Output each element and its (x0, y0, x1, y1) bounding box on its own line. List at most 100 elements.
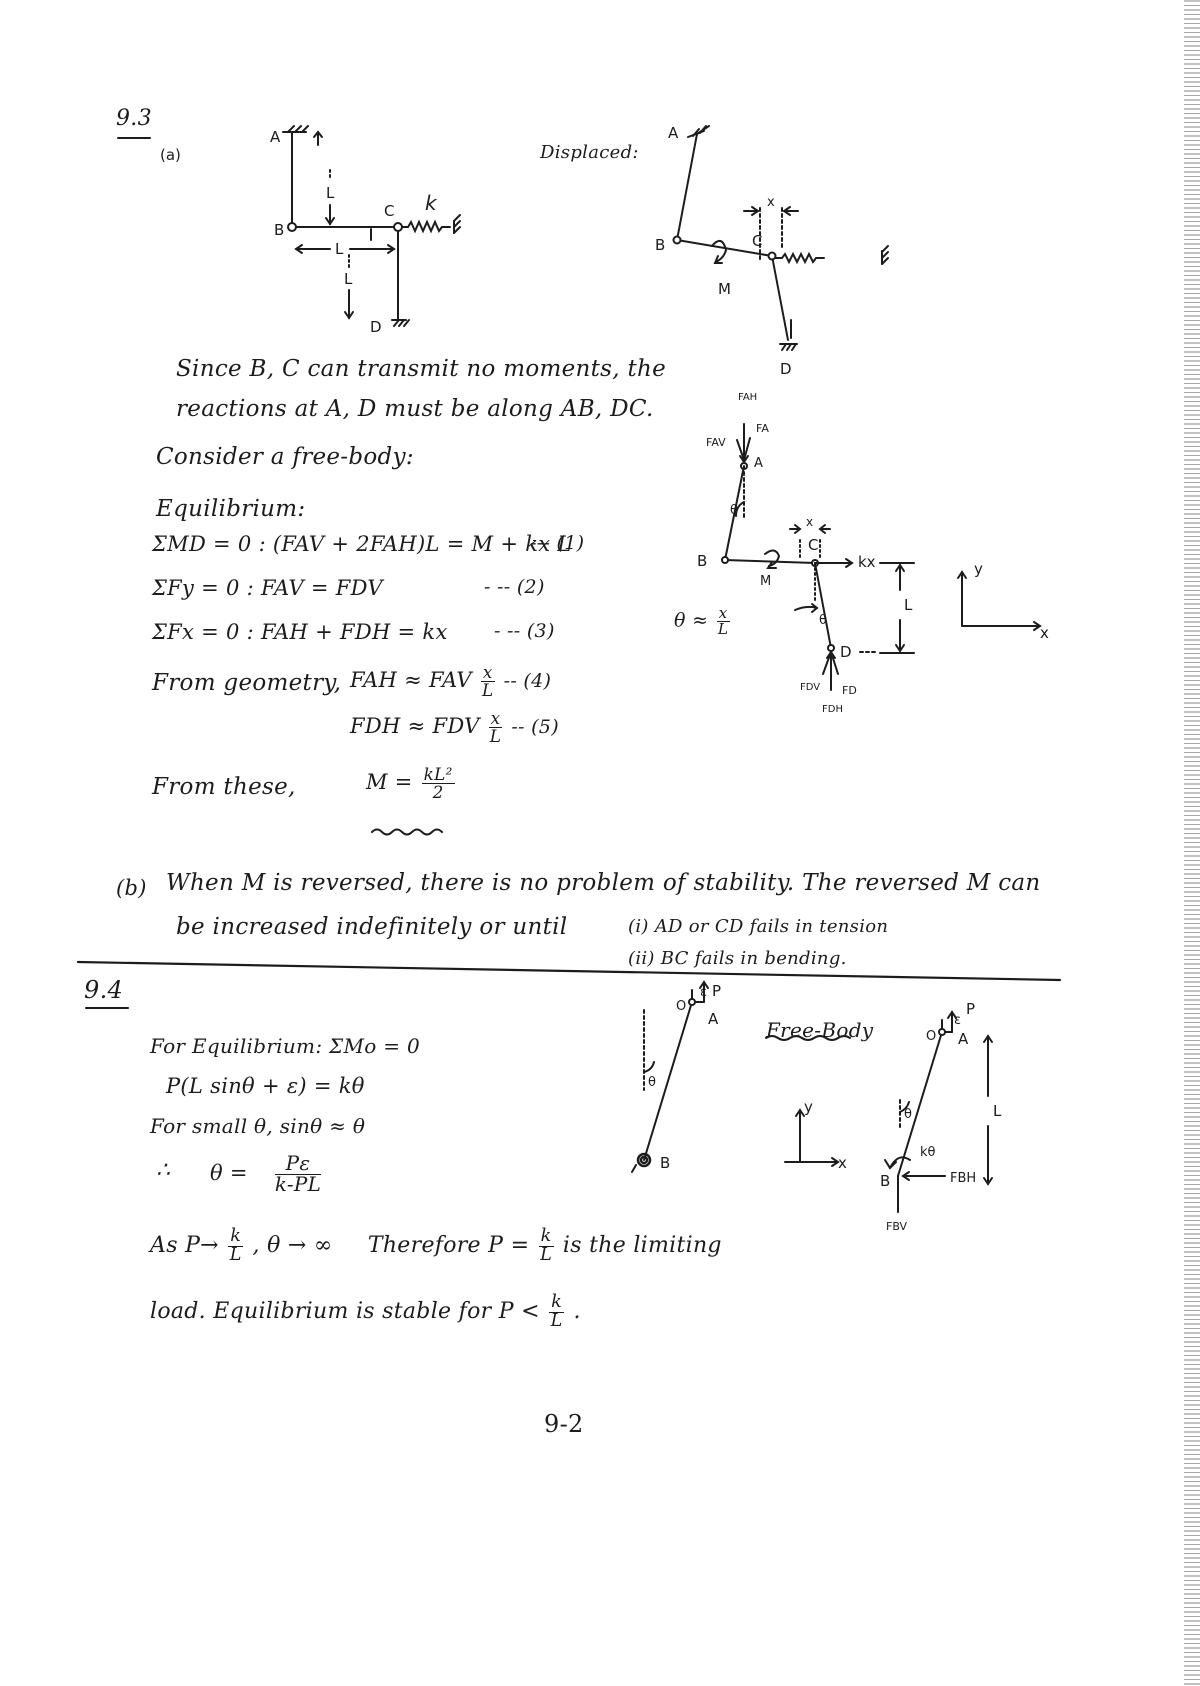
theta-approx-lhs: θ ≈ (674, 609, 709, 632)
part-b-line2: be increased indefinitely or until (176, 914, 568, 940)
p94-k-den-2: L (540, 1244, 553, 1265)
equation-4-den: L (482, 679, 494, 700)
equation-5-den: L (489, 725, 502, 746)
problem-9-4-number: 9.4 (84, 976, 124, 1004)
p93-text-line3: Consider a free-body: (156, 444, 414, 470)
equation-4-num: x (480, 662, 495, 682)
fig4l-label-e: ε (700, 985, 707, 1000)
fig3-label-d: D (840, 643, 852, 661)
p93-text-line2: reactions at A, D must be along AB, DC. (176, 396, 654, 422)
p94-equilibrium-title: For Equilibrium: ΣMo = 0 (150, 1034, 420, 1058)
free-body-title: Free-Body (766, 1018, 874, 1042)
part-b-line4: (ii) BC fails in bending. (628, 948, 847, 969)
result-underline (371, 828, 443, 836)
fig4-label-y: y (804, 1098, 813, 1116)
fig4l-label-theta: θ (648, 1075, 656, 1090)
fig4l-label-b: B (660, 1154, 670, 1172)
fig4r-label-theta: θ (904, 1107, 912, 1122)
fig1-frame (282, 125, 461, 327)
equilibrium-heading: Equilibrium: (156, 496, 306, 522)
p94-period: . (573, 1299, 581, 1325)
fig3-label-theta2: θ (819, 613, 827, 628)
fig1-label-d: D (370, 318, 382, 336)
p94-theta-inf: , θ → ∞ (252, 1233, 333, 1259)
equation-3-number: - -- (3) (494, 620, 555, 642)
equation-5-number: -- (5) (511, 715, 559, 738)
fig3-label-fd: FD (842, 684, 857, 697)
fig3-label-fdh: FDH (822, 704, 843, 715)
p94-therefore-p: Therefore P = (367, 1233, 530, 1259)
fig4r-label-ktheta: kθ (920, 1145, 936, 1160)
fig4r-label-e: ε (954, 1013, 961, 1028)
equation-1-number: --- (1) (530, 532, 585, 554)
p94-k-den-1: L (229, 1244, 242, 1265)
fig3-label-theta: θ (730, 503, 738, 518)
fig4-right (884, 1010, 993, 1213)
p94-k-num-3: k (549, 1292, 565, 1313)
fig2-label-a: A (668, 124, 679, 142)
p94-k-den-3: L (550, 1310, 563, 1331)
fig3-label-l: L (904, 596, 913, 614)
fig4-label-x: x (838, 1154, 847, 1172)
geometry-lead: From geometry, (152, 670, 342, 696)
scan-edge (1184, 0, 1200, 1686)
fig2-label-m: M (718, 280, 731, 298)
fig4r-label-p: P (966, 1000, 975, 1018)
fig4r-label-b: B (880, 1172, 890, 1190)
from-these-label: From these, (152, 774, 296, 800)
fig1-label-a: A (270, 128, 281, 146)
fig1-label-l2: L (335, 240, 344, 258)
p93-text-line1: Since B, C can transmit no moments, the (176, 356, 667, 382)
equation-2-number: - -- (2) (484, 576, 545, 598)
fig2-label-c: C (752, 232, 762, 250)
fig4-axes (784, 1108, 840, 1167)
fig4-left (631, 980, 709, 1173)
theta-approx-den: L (717, 620, 729, 639)
fig3-label-y: y (974, 560, 983, 578)
free-body-underline (765, 1035, 851, 1041)
fig4r-label-l: L (993, 1102, 1002, 1120)
part-b-line3: (i) AD or CD fails in tension (628, 916, 889, 937)
part-b-line1: When M is reversed, there is no problem … (166, 870, 1041, 896)
p94-limiting: is the limiting (562, 1233, 722, 1259)
equation-5-num: x (488, 708, 503, 728)
p94-load-text: load. Equilibrium is stable for P < (150, 1299, 540, 1325)
fig4r-label-a: A (958, 1030, 969, 1048)
page-number: 9-2 (544, 1410, 584, 1438)
fig2-label-b: B (655, 236, 665, 254)
fig4r-label-o: O (926, 1029, 936, 1044)
part-b-label: (b) (116, 876, 147, 900)
fig3-label-fdv: FDV (800, 682, 820, 693)
fig3-label-fah: FAH (738, 392, 757, 403)
fig4r-label-fbh: FBH (950, 1171, 976, 1186)
fig3-label-m: M (760, 574, 771, 589)
part-a-label: (a) (160, 146, 181, 164)
p94-equation-1: P(L sinθ + ε) = kθ (166, 1074, 365, 1098)
fig1-label-c: C (384, 202, 394, 220)
fig1-label-l3: L (344, 270, 353, 288)
p94-theta-lhs: θ = (210, 1160, 248, 1185)
result-num: kL² (421, 764, 455, 784)
p94-theta-num: Pε (274, 1153, 322, 1175)
fig3-label-a: A (754, 456, 763, 471)
result-den: 2 (432, 781, 444, 802)
section-separator (76, 960, 1062, 982)
fig4l-label-o: O (676, 999, 686, 1014)
fig3-label-xaxis: x (1040, 624, 1049, 642)
p94-as-p: As P→ (150, 1233, 219, 1259)
fig2-label-d: D (780, 360, 792, 378)
fig3-label-b: B (697, 552, 707, 570)
fig3-label-fav: FAV (706, 436, 726, 449)
fig1-label-k: k (425, 191, 438, 215)
